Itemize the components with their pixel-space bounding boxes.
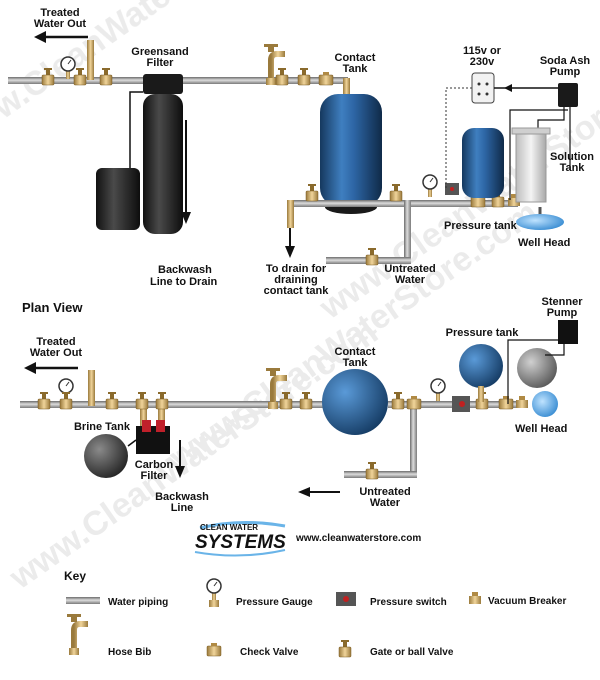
greensand-label-1: Greensand [131,46,188,58]
top-contact-label-1: Contact [335,52,376,64]
pressure-gauge-icon [430,378,446,402]
plan-view-title: Plan View [22,300,83,315]
top-well-head-label: Well Head [518,237,570,249]
valve-icon [389,183,403,202]
valve-icon [365,461,379,480]
valve-icon [99,67,113,86]
valve-icon [391,391,405,410]
well-head-plan [532,391,558,417]
soda-ash-label-1: Soda Ash [540,55,591,67]
power-label-1: 115v or [463,45,502,57]
plan-untreated-label-1: Untreated [359,486,410,498]
plan-backwash-label-2: Line [171,502,194,514]
well-head-top [516,214,564,230]
greensand-filter-tank [143,94,183,234]
key-water-piping: Water piping [108,597,168,608]
plan-treated-label-1: Treated [36,336,75,348]
top-view: Treated Water Out Greensand Filter Backw… [8,7,594,297]
top-treated-label-2: Water Out [34,18,86,30]
check-valve-icon [498,395,514,410]
plan-contact-label-2: Tank [343,357,369,369]
key-title: Key [64,569,86,583]
valve-icon [297,67,311,86]
key-pressure-gauge: Pressure Gauge [236,597,313,608]
key-check-valve-icon [206,642,222,657]
carbon-label-2: Filter [141,470,169,482]
key-check-valve: Check Valve [240,647,299,658]
valve-icon [305,183,319,202]
check-valve-icon [318,71,334,86]
valve-icon [59,391,73,410]
legend-key: Key Water piping Pressure Gauge Pressure… [64,569,566,658]
top-contact-label-2: Tank [343,63,369,75]
key-pipe-swatch [66,597,100,604]
valve-icon [105,391,119,410]
key-gauge-icon [206,578,222,602]
valve-icon [275,67,289,86]
drain-label-2: draining [274,274,317,286]
plan-contact-label-1: Contact [335,346,376,358]
logo-line-1: CLEAN WATER [200,523,258,532]
valve-icon [37,391,51,410]
greensand-label-2: Filter [147,57,175,69]
plan-untreated-label-2: Water [370,497,401,509]
top-untreated-label-2: Water [395,274,426,286]
solution-label-1: Solution [550,151,594,163]
key-hose-bib-icon [67,614,88,655]
top-backwash-label-1: Backwash [158,264,212,276]
valve-icon [135,391,149,410]
plan-well-head-label: Well Head [515,423,567,435]
soda-ash-pump-icon [558,83,578,107]
stenner-pump-icon [558,320,578,344]
contact-tank-top [320,94,382,206]
solution-tank-top [515,131,547,203]
plan-treated-label-2: Water Out [30,347,82,359]
check-valve-icon [406,395,422,410]
key-pressure-switch: Pressure switch [370,597,447,608]
company-logo: CLEAN WATER SYSTEMS www.cleanwaterstore.… [194,520,421,557]
carbon-label-1: Carbon [135,459,174,471]
top-pressure-tank-label: Pressure tank [444,220,518,232]
carbon-port-red-left [142,420,151,432]
pressure-tank-top [462,128,504,198]
key-vacuum-breaker: Vacuum Breaker [488,596,566,607]
power-outlet-icon [471,72,495,104]
contact-tank-plan [322,369,388,435]
logo-line-2: SYSTEMS [195,532,286,553]
solution-label-2: Tank [560,162,586,174]
key-hose-bib: Hose Bib [108,647,151,658]
plan-view: Plan View Treated Water Out Carbon Filte… [20,296,583,514]
vacuum-breaker-icon [516,396,528,408]
pressure-tank-plan [459,344,503,388]
plan-backwash-label-1: Backwash [155,491,209,503]
brine-tank-top [96,168,140,230]
top-backwash-label-2: Line to Drain [150,276,218,288]
soda-ash-label-2: Pump [550,66,581,78]
stenner-label-2: Pump [547,307,578,319]
drain-label-1: To drain for [266,263,327,275]
pressure-gauge-icon [422,174,438,198]
carbon-port-red-right [156,420,165,432]
plan-main-pipe [20,401,340,408]
greensand-valve-head [143,74,183,94]
power-label-2: 230v [470,56,495,68]
brine-tank-plan [84,434,128,478]
key-gate-valve-icon [338,639,352,658]
valve-icon [155,391,169,410]
top-untreated-label-1: Untreated [384,263,435,275]
stenner-label-1: Stenner [542,296,584,308]
top-treated-label-1: Treated [40,7,79,19]
key-gate-valve: Gate or ball Valve [370,647,454,658]
solution-tank-plan [517,348,557,388]
drain-label-3: contact tank [264,285,330,297]
brine-tank-label: Brine Tank [74,421,131,433]
key-vbreaker-icon [469,592,481,604]
logo-url: www.cleanwaterstore.com [295,533,421,544]
plan-pressure-tank-label: Pressure tank [446,327,520,339]
